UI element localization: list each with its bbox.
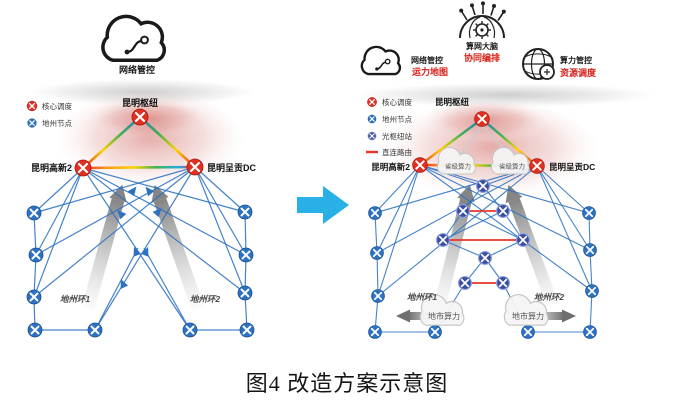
service-compute-title: 算力管控 [560,55,592,65]
legend-core-label: 核心调度 [382,97,412,107]
city-compute-clouds: 地市算力 地市算力 [396,294,576,326]
before-hub-label: 昆明枢纽 [122,97,158,108]
service-network-subtitle: 运力地图 [412,66,448,77]
core-glow-top [90,100,206,140]
after-east-label: 昆明呈贡DC [549,162,595,172]
service-brain: 算网大脑 协同编排 [459,1,506,63]
traffic-arrows-up [81,184,205,311]
after-legend: 核心调度 地州节点 光枢纽站 直连路由 [366,96,412,157]
after-ring2-label: 地州环2 [534,292,565,302]
legend-core-icon [26,100,38,112]
after-diagram: 网络管控 运力地图 [355,1,655,340]
before-ring1-label: 地州环1 [60,294,91,304]
cloud-icon [360,45,402,76]
city-cloud-label-1: 地市算力 [428,311,460,321]
legend-prefecture-label: 地州节点 [382,114,412,124]
before-west-label: 昆明高新2 [31,162,72,173]
cloud-shadow-arc [30,79,254,105]
before-ring2-label: 地州环2 [190,294,221,304]
legend-optical-icon [367,131,377,141]
before-diagram: 网络管控 核心调度 地州节点 [26,14,256,338]
figure-caption: 图4 改造方案示意图 [245,371,449,396]
service-compute-subtitle: 资源调度 [560,67,597,78]
legend-core-icon [366,96,378,108]
globe-icon [522,48,555,80]
legend-optical-label: 光枢纽站 [382,131,412,141]
service-brain-subtitle: 协同编排 [464,52,500,63]
service-network-title: 网络管控 [411,55,443,65]
left-cloud-label: 网络管控 [119,64,155,75]
service-network: 网络管控 运力地图 [360,45,448,77]
city-cloud-label-2: 地市算力 [512,311,544,321]
after-ring1-label: 地州环1 [407,292,438,302]
after-west-label: 昆明高新2 [371,162,410,172]
after-hub-label: 昆明枢纽 [435,97,470,107]
provincial-compute-clouds: 省级算力 省级算力 [436,124,530,175]
service-brain-title: 算网大脑 [466,41,498,51]
legend-prefecture-icon [27,118,37,128]
legend-core-label: 核心调度 [42,101,72,111]
core-triangle-links [82,116,196,170]
services-shadow-arc [355,83,655,107]
network-diagram: 网络管控 核心调度 地州节点 [26,1,655,340]
legend-prefecture-icon [367,114,377,124]
transform-arrow [297,186,349,224]
provincial-cloud-label-1: 省级算力 [445,162,471,171]
before-east-label: 昆明呈贡DC [207,163,256,173]
legend-direct-route-label: 直连路由 [382,147,412,157]
flow-arrowheads [117,186,162,289]
legend-prefecture-label: 地州节点 [42,118,72,128]
service-compute: 算力管控 资源调度 [522,48,597,80]
brain-icon [459,1,506,39]
cloud-icon [101,14,167,62]
provincial-cloud-label-2: 省级算力 [499,162,525,171]
left-legend: 核心调度 地州节点 [26,100,72,128]
